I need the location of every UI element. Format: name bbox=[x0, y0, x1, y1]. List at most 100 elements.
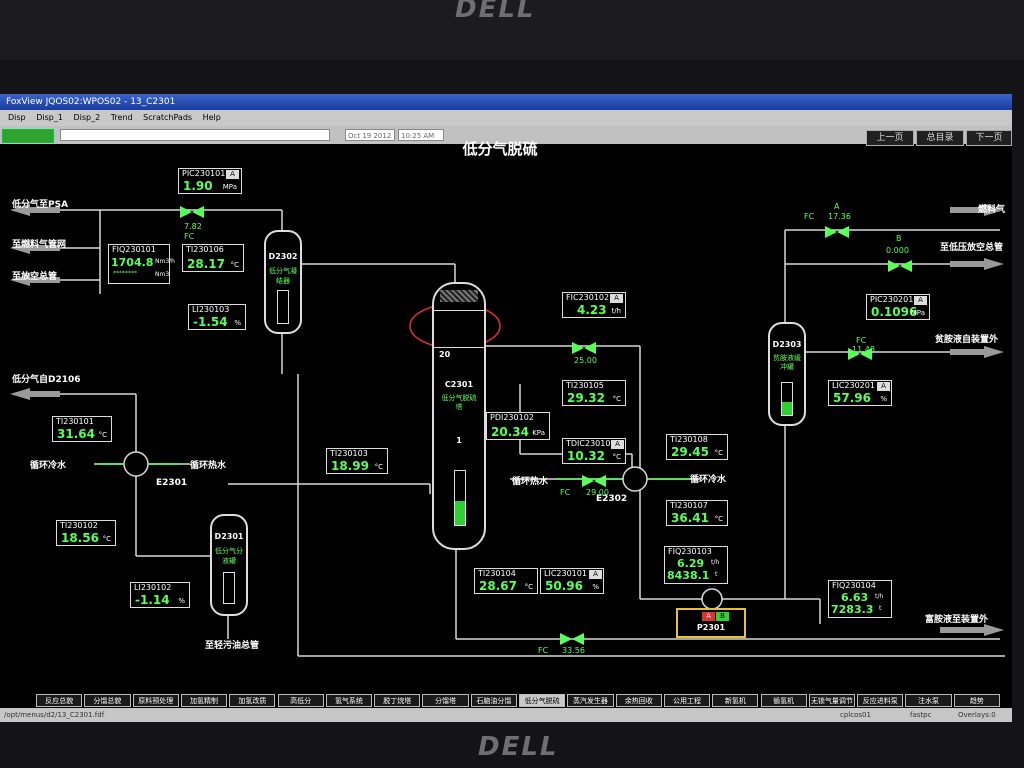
faceplate-lic230201[interactable]: LIC230201 A 57.96 % bbox=[828, 380, 892, 406]
stream-cw-return-2: 循环热水 bbox=[512, 477, 549, 487]
faceplate-ti230102[interactable]: TI230102 18.56 °C bbox=[56, 520, 116, 546]
vessel-d2302[interactable]: D2302 低分气凝结器 bbox=[264, 230, 302, 334]
menu-scratchpads[interactable]: ScratchPads bbox=[143, 113, 193, 122]
footer-path: /opt/menus/d2/13_C2301.fdf bbox=[4, 711, 105, 719]
tab-12[interactable]: 余热回收 bbox=[615, 694, 662, 707]
time-display: 10:25 AM bbox=[398, 129, 444, 141]
faceplate-pic230201[interactable]: PIC230201 A 0.1096 MPa bbox=[866, 294, 930, 320]
faceplate-lic230101[interactable]: LIC230101 A 50.96 % bbox=[540, 568, 604, 594]
level-fill-c2301 bbox=[455, 500, 465, 525]
monitor-logo-top: DELL bbox=[455, 0, 536, 24]
faceplate-fiq230104[interactable]: FIQ230104 6.63 t/h 7283.3 t bbox=[828, 580, 892, 618]
tab-4[interactable]: 加氢改质 bbox=[229, 694, 276, 707]
faceplate-pdi230102[interactable]: PDI230102 20.34 KPa bbox=[486, 412, 550, 440]
column-c2301[interactable]: 20 C2301 低分气脱硫塔 1 bbox=[432, 282, 486, 550]
faceplate-fiq230101[interactable]: FIQ230101 1704.8 ******** Nm3/h Nm3 bbox=[108, 244, 175, 284]
menu-disp-1[interactable]: Disp_1 bbox=[36, 113, 63, 122]
valve-b-output: 0.000 bbox=[886, 246, 909, 255]
tab-16[interactable]: 无锁气量调节 bbox=[808, 694, 856, 707]
home-button[interactable]: 总目录 bbox=[916, 130, 964, 146]
sight-glass-d2301 bbox=[223, 572, 235, 604]
stream-rich-amine: 富胺液至装置外 bbox=[925, 615, 989, 625]
valve-a-name: A bbox=[834, 202, 840, 211]
tab-18[interactable]: 注水泵 bbox=[905, 694, 952, 707]
tab-9[interactable]: 石脑油分馏 bbox=[470, 694, 517, 707]
stream-from-d2106: 低分气自D2106 bbox=[12, 375, 81, 385]
faceplate-fiq230103[interactable]: FIQ230103 6.29 t/h 8438.1 t bbox=[664, 546, 728, 584]
date-display: Oct 19 2012 bbox=[345, 129, 395, 141]
tab-17[interactable]: 反应进料泵 bbox=[857, 694, 904, 707]
valve-pic230101-output: 7.82 bbox=[184, 222, 202, 231]
window-title: FoxView JQOS02:WPOS02 - 13_C2301 bbox=[6, 97, 176, 107]
hmi-screen: FoxView JQOS02:WPOS02 - 13_C2301 Disp Di… bbox=[0, 94, 1012, 722]
column-demister bbox=[434, 310, 484, 348]
tab-15[interactable]: 循氢机 bbox=[760, 694, 807, 707]
faceplate-li230103[interactable]: LI230103 -1.54 % bbox=[188, 304, 246, 330]
process-piping bbox=[10, 204, 1005, 657]
faceplate-ti230108[interactable]: TI230108 29.45 °C bbox=[666, 434, 728, 460]
tab-13[interactable]: 公用工程 bbox=[663, 694, 711, 707]
valve-lic230101-output: 33.56 bbox=[562, 646, 585, 655]
valve-fic230102-output: 25.00 bbox=[574, 356, 597, 365]
tab-0[interactable]: 反应总貌 bbox=[36, 694, 83, 707]
tab-11[interactable]: 蒸汽发生器 bbox=[567, 694, 614, 707]
pump-run-indicator: A bbox=[702, 612, 715, 621]
faceplate-tdic230105[interactable]: TDIC230105 A 10.32 °C bbox=[562, 438, 626, 464]
sight-glass-c2301 bbox=[454, 470, 466, 526]
tab-6[interactable]: 氢气系统 bbox=[325, 694, 373, 707]
stream-to-psa: 低分气至PSA bbox=[12, 200, 69, 210]
alarm-status-indicator[interactable] bbox=[2, 129, 54, 143]
faceplate-ti230107[interactable]: TI230107 36.41 °C bbox=[666, 500, 728, 526]
menu-disp[interactable]: Disp bbox=[8, 113, 26, 122]
footer-station: cplcos01 bbox=[840, 711, 871, 719]
menu-trend[interactable]: Trend bbox=[110, 113, 133, 122]
faceplate-ti230106[interactable]: TI230106 28.17 °C bbox=[182, 244, 244, 272]
window-titlebar: FoxView JQOS02:WPOS02 - 13_C2301 bbox=[0, 94, 1012, 110]
pump-stop-indicator: B bbox=[716, 612, 729, 621]
level-fill-d2303 bbox=[782, 401, 792, 415]
menu-disp-2[interactable]: Disp_2 bbox=[73, 113, 101, 122]
valve-pic230101-mode: FC bbox=[184, 232, 195, 241]
stream-cw-return-1: 循环热水 bbox=[190, 461, 227, 471]
tab-10[interactable]: 低分气脱硫 bbox=[519, 694, 566, 707]
stream-to-lp-vent: 至低压放空总管 bbox=[940, 243, 1004, 253]
stream-cw-supply-1: 循环冷水 bbox=[30, 461, 67, 471]
faceplate-fic230102[interactable]: FIC230102 A 4.23 t/h bbox=[562, 292, 626, 318]
tab-3[interactable]: 加氢精制 bbox=[180, 694, 228, 707]
stream-to-fuel-net: 至燃料气管网 bbox=[12, 240, 67, 250]
prev-page-button[interactable]: 上一页 bbox=[866, 130, 914, 146]
tab-2[interactable]: 原料预处理 bbox=[132, 694, 179, 707]
valve-lic230201-mode: FC bbox=[856, 336, 867, 345]
command-input[interactable] bbox=[60, 129, 330, 141]
valve-tdic230105-mode: FC bbox=[560, 488, 571, 497]
exchanger-e2302: E2302 bbox=[596, 494, 628, 504]
status-footer: /opt/menus/d2/13_C2301.fdf cplcos01 fast… bbox=[0, 708, 1012, 722]
stream-to-vent: 至放空总管 bbox=[12, 272, 58, 282]
tab-1[interactable]: 分馏总貌 bbox=[84, 694, 131, 707]
faceplate-ti230104[interactable]: TI230104 28.67 °C bbox=[474, 568, 538, 594]
faceplate-ti230101[interactable]: TI230101 31.64 °C bbox=[52, 416, 112, 442]
tab-14[interactable]: 新氢机 bbox=[712, 694, 759, 707]
pump-p2301[interactable]: A B P2301 bbox=[676, 608, 746, 638]
menu-bar: Disp Disp_1 Disp_2 Trend ScratchPads Hel… bbox=[0, 110, 1012, 126]
stream-cw-supply-2: 循环冷水 bbox=[690, 475, 727, 485]
sight-glass-d2303 bbox=[781, 382, 793, 416]
stream-fuel-gas: 燃料气 bbox=[978, 205, 1006, 215]
vessel-d2301[interactable]: D2301 低分气分液罐 bbox=[210, 514, 248, 616]
faceplate-pic230101[interactable]: PIC230101 A 1.90 MPa bbox=[178, 168, 242, 194]
tab-5[interactable]: 高低分 bbox=[277, 694, 324, 707]
tab-8[interactable]: 分馏塔 bbox=[422, 694, 469, 707]
tab-7[interactable]: 脱丁烷塔 bbox=[374, 694, 421, 707]
stream-to-light-oil: 至轻污油总管 bbox=[205, 641, 260, 651]
tab-19[interactable]: 趋势 bbox=[953, 694, 1000, 707]
valve-b-name: B bbox=[896, 234, 902, 243]
page-title: 低分气脱硫 bbox=[462, 140, 538, 158]
vessel-d2303[interactable]: D2303 贫胺液缓冲罐 bbox=[768, 322, 806, 426]
next-page-button[interactable]: 下一页 bbox=[966, 130, 1012, 146]
faceplate-li230102[interactable]: LI230102 -1.14 % bbox=[130, 582, 190, 608]
menu-help[interactable]: Help bbox=[202, 113, 221, 122]
stream-lean-amine: 贫胺液自装置外 bbox=[935, 335, 999, 345]
faceplate-ti230103[interactable]: TI230103 18.99 °C bbox=[326, 448, 388, 474]
faceplate-ti230105[interactable]: TI230105 29.32 °C bbox=[562, 380, 626, 406]
valve-lic230101-mode: FC bbox=[538, 646, 549, 655]
